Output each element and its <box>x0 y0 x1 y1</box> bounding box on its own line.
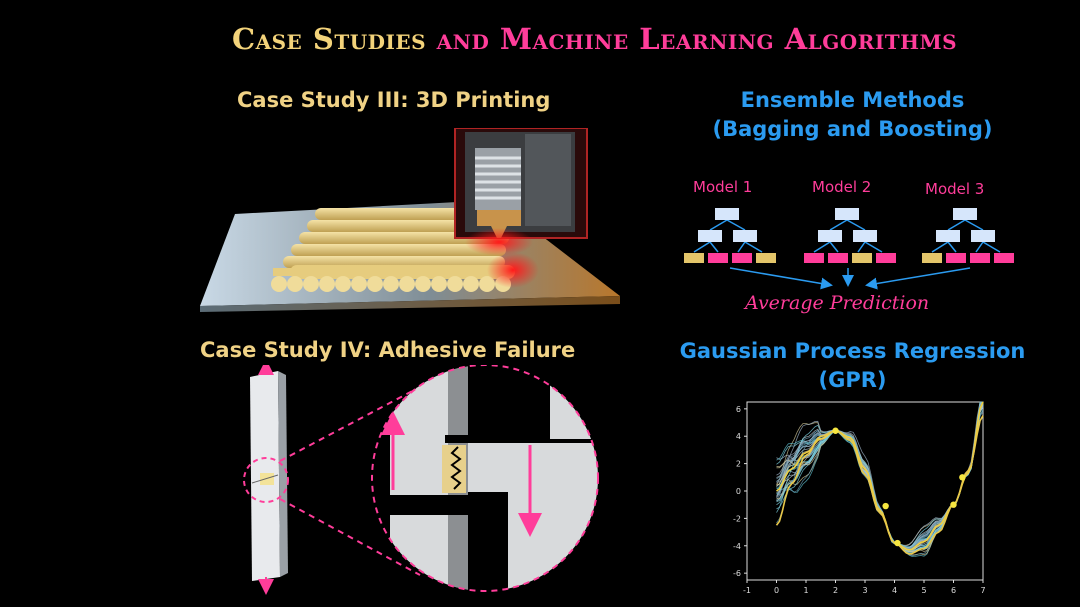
gpr-x-axis: -1 0 1 2 3 4 5 6 7 <box>743 580 986 595</box>
model-1-label: Model 1 <box>693 178 753 196</box>
case-study-4-heading: Case Study IV: Adhesive Failure <box>200 338 576 362</box>
page-title: Case Studies and Machine Learning Algori… <box>232 22 1072 66</box>
gpr-mean-curves <box>775 401 984 555</box>
gpr-x-tick-label: 6 <box>951 586 956 595</box>
gpr-x-tick-label: 4 <box>892 586 897 595</box>
lap-joint-specimen <box>250 365 288 595</box>
aggregation-arrows <box>729 267 971 290</box>
gpr-y-tick-label: -4 <box>733 542 741 551</box>
title-part-2: and Machine Learning Algorithms <box>436 22 958 56</box>
average-prediction-label: Average Prediction <box>745 292 930 314</box>
gpr-y-tick-label: 4 <box>736 432 741 441</box>
gpr-x-tick-label: 7 <box>980 586 985 595</box>
gpr-x-tick-label: 2 <box>833 586 838 595</box>
gpr-y-tick-label: 2 <box>736 460 741 469</box>
decision-tree-1 <box>684 208 776 263</box>
gpr-y-axis: 6 4 2 0 -2 -4 -6 <box>733 405 747 578</box>
gpr-observation-point <box>959 474 966 481</box>
gpr-x-tick-label: 5 <box>921 586 926 595</box>
ensemble-heading-line2: (Bagging and Boosting) <box>712 117 993 141</box>
gpr-y-tick-label: 6 <box>736 405 741 414</box>
zoom-source-circle <box>243 457 289 503</box>
gpr-y-tick-label: 0 <box>736 487 741 496</box>
ensemble-heading: Ensemble Methods (Bagging and Boosting) <box>660 86 1045 144</box>
gpr-heading-line2: (GPR) <box>818 368 887 392</box>
decision-tree-3 <box>922 208 1014 263</box>
gpr-x-tick-label: 0 <box>774 586 779 595</box>
gpr-x-tick-label: -1 <box>743 586 751 595</box>
3d-printing-illustration <box>200 128 620 312</box>
adhesive-failure-illustration <box>243 365 599 595</box>
gpr-observation-point <box>882 502 889 510</box>
zoomed-bond-view <box>371 365 599 592</box>
gpr-heading-line1: Gaussian Process Regression <box>679 339 1026 363</box>
gpr-y-tick-label: -6 <box>733 569 741 578</box>
model-2-label: Model 2 <box>812 178 872 196</box>
ensemble-heading-line1: Ensemble Methods <box>740 88 965 112</box>
gpr-mean-line <box>775 415 984 555</box>
gpr-y-tick-label: -2 <box>733 514 741 523</box>
gpr-chart: -1 0 1 2 3 4 5 6 7 6 4 2 0 -2 -4 -6 <box>733 401 986 595</box>
gpr-plot-area <box>746 401 984 581</box>
gpr-observation-point <box>832 427 839 434</box>
gpr-x-tick-label: 1 <box>803 586 808 595</box>
title-part-1: Case Studies <box>232 22 437 56</box>
gpr-x-tick-label: 3 <box>862 586 867 595</box>
print-nozzle <box>454 128 588 256</box>
ensemble-trees-diagram <box>684 208 1014 290</box>
gpr-observation-point <box>950 501 957 508</box>
gpr-heading: Gaussian Process Regression (GPR) <box>650 337 1055 395</box>
model-3-label: Model 3 <box>925 180 985 198</box>
gpr-observations <box>832 427 966 547</box>
decision-tree-2 <box>804 208 896 263</box>
case-study-3-heading: Case Study III: 3D Printing <box>237 88 551 112</box>
gpr-observation-point <box>894 539 901 547</box>
